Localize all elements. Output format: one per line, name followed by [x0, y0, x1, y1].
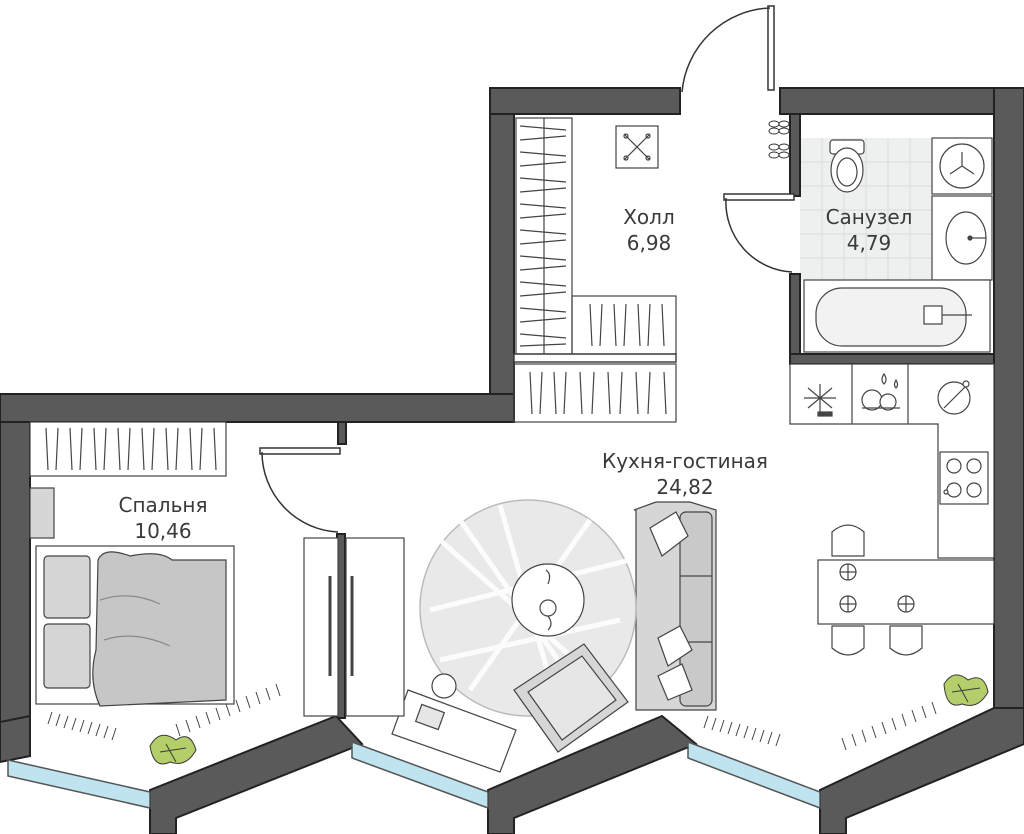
entrance-door: [681, 5, 775, 93]
room-label-bathroom: Санузел 4,79: [806, 204, 932, 256]
slippers-icon: [768, 120, 790, 159]
armchair: [513, 643, 629, 753]
room-name: Санузел: [825, 205, 913, 229]
plant-icon: [943, 674, 989, 706]
bedroom-door: [259, 447, 341, 533]
room-name: Холл: [623, 205, 675, 229]
bathroom-door: [723, 193, 795, 273]
toilet-icon: [829, 139, 865, 193]
room-area: 4,79: [846, 231, 892, 255]
washing-machine-icon: [931, 137, 993, 195]
room-label-kitchen-living: Кухня-гостиная 24,82: [580, 448, 790, 500]
windows: [7, 740, 821, 810]
sink-icon: [931, 195, 993, 281]
bedroom-wardrobe: [29, 421, 405, 717]
room-area: 6,98: [626, 231, 672, 255]
room-area: 24,82: [656, 475, 714, 499]
room-label-bedroom: Спальня 10,46: [96, 492, 230, 544]
stove-icon: [939, 451, 989, 505]
kettle-icon: [937, 380, 971, 415]
plant-icon: [149, 734, 197, 765]
hall-wardrobe: [513, 117, 677, 423]
bed: [35, 545, 235, 707]
room-label-hall: Холл 6,98: [596, 204, 702, 256]
kitchen-counter: [789, 363, 995, 559]
bathtub-icon: [803, 279, 991, 353]
door-swing-icon: [261, 451, 339, 533]
bathroom-tiles: [800, 138, 932, 280]
radiators: [47, 683, 937, 751]
room-name: Спальня: [118, 493, 208, 517]
ceiling-unit: [615, 125, 659, 169]
desk: [391, 673, 517, 773]
door-swing-icon: [725, 197, 793, 273]
walls: [0, 87, 1024, 834]
room-name: Кухня-гостиная: [602, 449, 768, 473]
sink-icon: [861, 372, 900, 411]
coffee-table: [511, 563, 585, 637]
room-area: 10,46: [134, 519, 192, 543]
door-swing-icon: [681, 7, 771, 93]
sofa: [633, 501, 717, 711]
dining-table: [817, 524, 995, 656]
